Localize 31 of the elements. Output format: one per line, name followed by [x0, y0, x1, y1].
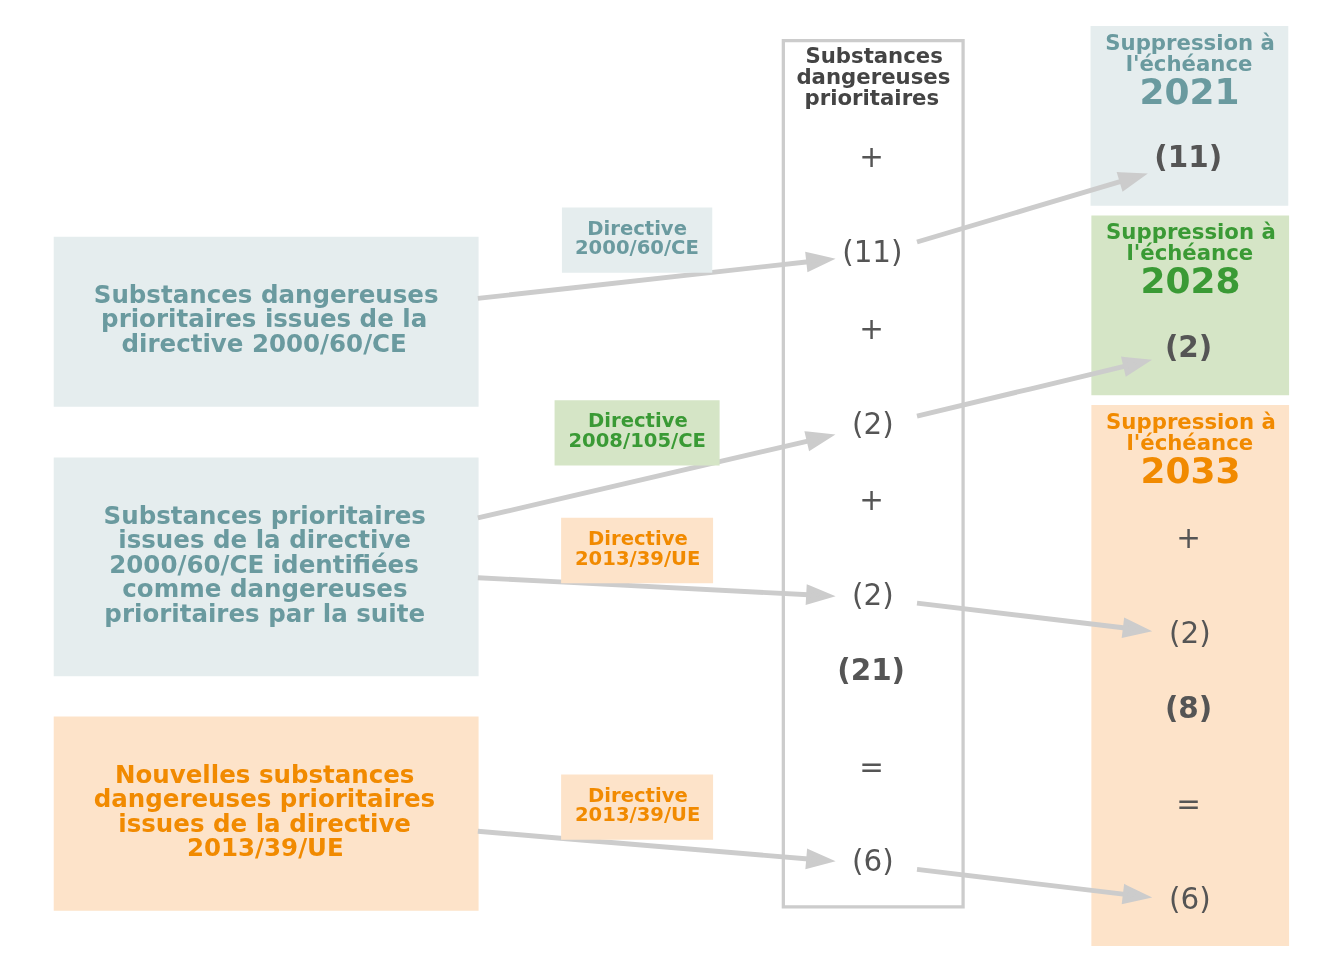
edge-label: Directive 2013/39/UE [574, 526, 700, 570]
node-box: Nouvelles substances dangereuses prioritaires issues de la directive 2013/39/UE [53, 716, 479, 911]
node-text: + [858, 483, 884, 518]
node-text: + [858, 140, 884, 175]
arrow [916, 867, 1152, 905]
edge-label: Directive 2013/39/UE [574, 783, 700, 827]
node-text: (11) [841, 234, 903, 269]
node-text: + [1175, 520, 1201, 555]
arrow [476, 431, 835, 521]
node-text: (2) [851, 578, 894, 613]
edge-label: Directive 2008/105/CE [567, 409, 706, 452]
node-text: (2) [851, 406, 894, 441]
node-text: = [858, 749, 884, 784]
node-text: (6) [1168, 882, 1211, 917]
node-text: (8) [1164, 690, 1212, 725]
node-text: + [858, 311, 884, 346]
arrow [477, 575, 836, 605]
arrow [916, 600, 1152, 638]
node-text: (2) [1168, 615, 1211, 650]
node-text: (2) [1164, 329, 1212, 364]
node-box: Substances prioritaires issues de la directive 2000/60/CE identifiées comme dangereuses prioritaires par la suite [53, 457, 479, 677]
node-text: = [1175, 787, 1201, 822]
edge-label: Directive 2000/60/CE [574, 216, 699, 260]
arrow [477, 828, 836, 870]
node-text: (6) [851, 844, 894, 879]
arrow [915, 356, 1152, 419]
arrow [915, 172, 1148, 245]
node-text: (11) [1153, 140, 1222, 175]
node-text: (21) [836, 653, 905, 688]
node-box: Substances dangereuses prioritaires issues de la directive 2000/60/CE [53, 236, 479, 407]
arrow [477, 251, 836, 301]
